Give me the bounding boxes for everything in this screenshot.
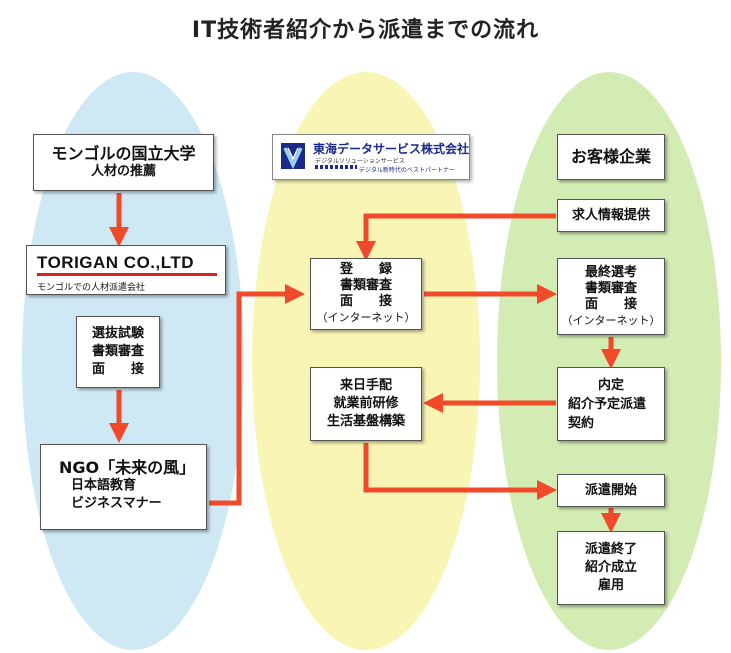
final-internet: （インターネット）: [561, 313, 661, 327]
tds-tagline: デジタル新時代のベストパートナー: [359, 167, 456, 174]
final-selection: 最終選考: [584, 264, 637, 280]
dispatch-start-box: 派遣開始: [557, 474, 665, 507]
arrow-ngo-to-register: [209, 284, 305, 506]
tds-logo-box: 東海データサービス株式会社 デジタルソリューションサービス デジタル新時代のベス…: [272, 134, 470, 180]
tds-dots: [315, 165, 357, 169]
final-box: 最終選考 書類審査 面 接 （インターネット）: [557, 258, 665, 335]
register-documents: 書類審査: [339, 278, 392, 293]
register-internet: （インターネット）: [316, 311, 416, 324]
screening-box: 選抜試験 書類審査 面 接: [76, 316, 160, 388]
end-box: 派遣終了 紹介成立 雇用: [557, 531, 665, 605]
client-label: お客様企業: [570, 147, 651, 166]
end-introduction: 紹介成立: [584, 560, 637, 575]
dispatch-start-label: 派遣開始: [584, 482, 637, 498]
ngo-name: NGO「未来の風」: [59, 458, 196, 477]
tds-logo-icon: [281, 143, 305, 170]
arrow-jobinfo-to-register: [356, 213, 556, 261]
offer-contract-type: 紹介予定派遣: [568, 397, 647, 412]
offer-contract: 契約: [568, 416, 595, 431]
university-box: モンゴルの国立大学 人材の推薦: [33, 134, 214, 191]
arrival-training: 就業前研修: [333, 396, 399, 411]
final-documents: 書類審査: [584, 280, 637, 296]
torigan-name: TORIGAN CO.,LTD: [37, 253, 195, 272]
screening-interview: 面 接: [91, 362, 144, 377]
university-recommend: 人材の推薦: [90, 163, 156, 179]
register-interview: 面 接: [339, 294, 392, 309]
ngo-box: NGO「未来の風」 日本語教育 ビジネスマナー: [40, 444, 207, 530]
job-info-label: 求人情報提供: [571, 207, 650, 223]
torigan-underline: [37, 273, 217, 276]
diagram-title: IT技術者紹介から派遣までの流れ: [191, 18, 540, 43]
screening-documents: 書類審査: [91, 344, 144, 359]
arrival-arrangement: 来日手配: [339, 378, 392, 393]
arrow-arrival-to-dispatch: [363, 443, 557, 500]
tds-service: デジタルソリューションサービス: [315, 158, 405, 165]
offer-box: 内定 紹介予定派遣 契約: [557, 367, 665, 441]
screening-exam: 選抜試験: [91, 326, 144, 341]
final-interview: 面 接: [584, 296, 637, 312]
arrival-box: 来日手配 就業前研修 生活基盤構築: [310, 367, 422, 441]
end-dispatch: 派遣終了: [584, 542, 637, 557]
torigan-box: TORIGAN CO.,LTD モンゴルでの人材派遣会社: [26, 245, 226, 295]
end-employment: 雇用: [597, 578, 624, 593]
offer-naitei: 内定: [598, 378, 625, 393]
tds-company-name: 東海データサービス株式会社: [313, 142, 470, 156]
arrival-life-setup: 生活基盤構築: [326, 414, 405, 429]
torigan-sub: モンゴルでの人材派遣会社: [37, 283, 146, 293]
university-name: モンゴルの国立大学: [51, 143, 196, 163]
client-box: お客様企業: [557, 134, 665, 180]
job-info-box: 求人情報提供: [557, 199, 665, 232]
ngo-manners: ビジネスマナー: [71, 496, 162, 511]
register-entry: 登 録: [339, 262, 392, 277]
register-box: 登 録 書類審査 面 接 （インターネット）: [310, 258, 422, 330]
ngo-japanese: 日本語教育: [71, 478, 137, 493]
